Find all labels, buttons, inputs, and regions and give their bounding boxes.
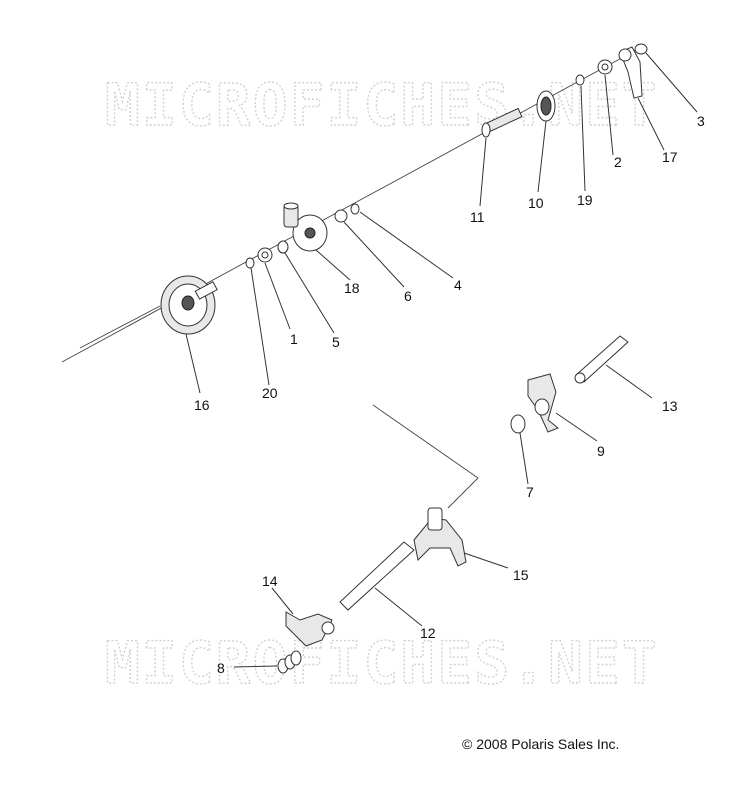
shift-fork-14: [285, 611, 335, 647]
callout-18: 18: [344, 280, 360, 296]
watermark-top: MICROFICHES.NET: [105, 71, 659, 139]
bushing-4: [350, 203, 360, 215]
callout-6: 6: [404, 288, 412, 304]
shift-fork-9: [527, 373, 559, 433]
callout-4: 4: [454, 277, 462, 293]
shaft-end: [481, 107, 523, 138]
callout-20: 20: [262, 385, 278, 401]
shift-fork-15: [413, 507, 467, 567]
callout-2: 2: [614, 154, 622, 170]
shift-drum-gear: [160, 275, 218, 335]
washer-20: [245, 257, 255, 269]
washer-6: [334, 209, 348, 223]
fork-rod-13: [574, 335, 629, 384]
spring-8: [277, 650, 302, 674]
shift-arm: [618, 46, 643, 99]
callout-7: 7: [526, 484, 534, 500]
callout-16: 16: [194, 397, 210, 413]
callout-19: 19: [577, 192, 593, 208]
callout-15: 15: [513, 567, 529, 583]
callout-14: 14: [262, 573, 278, 589]
callout-1: 1: [290, 331, 298, 347]
clip-7: [510, 414, 526, 434]
callout-3: 3: [697, 113, 705, 129]
star-gear: [536, 90, 556, 122]
washer-5: [277, 240, 289, 254]
copyright-text: © 2008 Polaris Sales Inc.: [462, 736, 619, 752]
fork-rod-12: [339, 541, 415, 611]
callout-9: 9: [597, 443, 605, 459]
callout-10: 10: [528, 195, 544, 211]
callout-5: 5: [332, 334, 340, 350]
shift-cam-plate: [283, 202, 328, 252]
callout-13: 13: [662, 398, 678, 414]
callout-8: 8: [217, 660, 225, 676]
callout-11: 11: [470, 209, 485, 225]
callout-12: 12: [420, 625, 436, 641]
washer-19: [575, 74, 585, 86]
callout-17: 17: [662, 149, 678, 165]
nut-3: [634, 43, 648, 55]
watermark-bottom: MICROFICHES.NET: [105, 629, 659, 697]
